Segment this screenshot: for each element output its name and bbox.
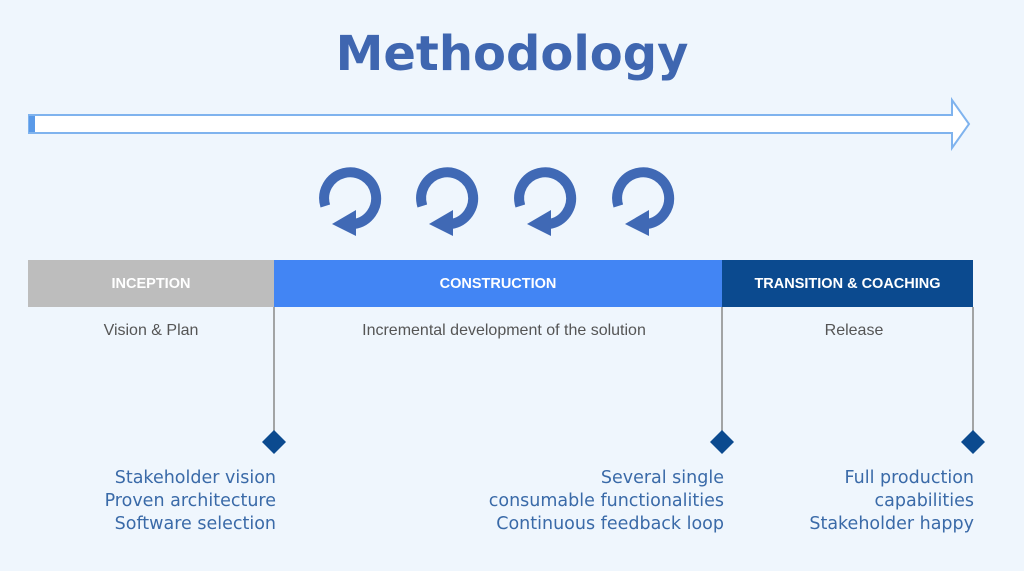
milestone-list-inception: Stakeholder vision Proven architecture S… (105, 467, 276, 536)
milestone-diamond-icon (961, 430, 985, 454)
cycle-arrow-icon (612, 167, 675, 236)
milestone-diamond-icon (262, 430, 286, 454)
milestone-item: Software selection (114, 514, 276, 534)
milestone-list-transition: Full production capabilities Stakeholder… (809, 467, 974, 536)
milestone-item: Several single (600, 468, 724, 488)
phase-inception: INCEPTION (28, 260, 274, 307)
phase-description: Release (824, 322, 884, 339)
cycle-arrow-icon (319, 167, 382, 236)
phase-transition: TRANSITION & COACHING (722, 260, 973, 307)
phase-description: Vision & Plan (103, 322, 199, 339)
phase-construction: CONSTRUCTION (274, 260, 722, 307)
milestone-item: Continuous feedback loop (496, 514, 724, 534)
page-title: Methodology (335, 26, 689, 82)
milestone-list-construction: Several single consumable functionalitie… (489, 467, 724, 536)
milestone-item: capabilities (874, 491, 974, 511)
milestone-item: Stakeholder happy (809, 514, 974, 534)
milestone-item: Proven architecture (104, 491, 276, 511)
timeline-arrow (28, 96, 971, 152)
milestone-item: Stakeholder vision (114, 468, 276, 488)
milestone-diamond-icon (710, 430, 734, 454)
cycle-arrow-icon (416, 167, 479, 236)
milestone-item: consumable functionalities (488, 491, 724, 511)
cycle-arrow-icon (514, 167, 577, 236)
milestone-item: Full production (844, 468, 974, 488)
phase-description: Incremental development of the solution (362, 322, 646, 339)
